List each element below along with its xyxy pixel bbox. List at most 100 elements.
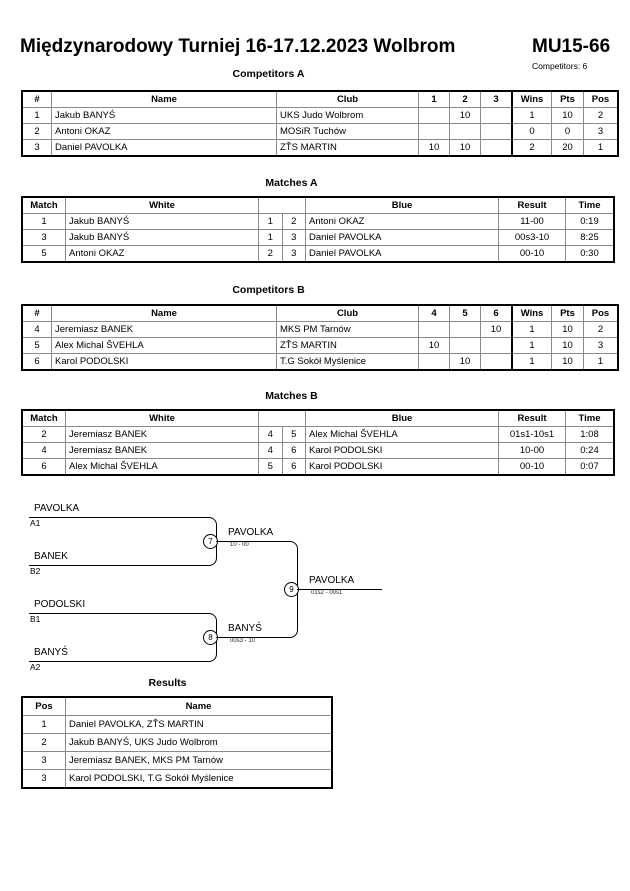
cell-num: 6 xyxy=(21,353,52,371)
col-white-num xyxy=(258,196,282,214)
cell-name: Alex Michal ŠVEHLA xyxy=(51,337,277,354)
cell-time: 0:30 xyxy=(565,245,615,263)
cell-pos: 3 xyxy=(21,769,66,789)
col-match: Match xyxy=(21,409,66,427)
section-title-results: Results xyxy=(148,677,187,689)
bracket-final-winner-name: PAVOLKA xyxy=(309,575,355,586)
col-s2: 2 xyxy=(449,90,481,108)
table-row: 2 Jeremiasz BANEK 4 5 Alex Michal ŠVEHLA… xyxy=(21,426,615,443)
col-pos: Pos xyxy=(21,696,66,716)
col-time: Time xyxy=(565,196,615,214)
table-header-row: Match White Blue Result Time xyxy=(21,409,615,427)
document-header: Międzynarodowy Turniej 16-17.12.2023 Wol… xyxy=(0,36,630,71)
col-blue-num xyxy=(282,409,306,427)
cell-club: MOSiR Tuchów xyxy=(276,123,419,140)
bracket-node-8: 8 xyxy=(203,630,218,645)
cell-white-num: 2 xyxy=(258,245,283,263)
col-s2: 5 xyxy=(449,304,481,322)
table-row: 1 Daniel PAVOLKA, ZŤS MARTIN xyxy=(21,715,333,734)
bracket-corner xyxy=(288,541,298,551)
section-title-competitors-a: Competitors A xyxy=(232,68,305,80)
table-row: 6 Alex Michal ŠVEHLA 5 6 Karol PODOLSKI … xyxy=(21,458,615,476)
cell-match: 1 xyxy=(21,213,66,230)
cell-name: Karol PODOLSKI, T.G Sokół Myślenice xyxy=(65,769,333,789)
cell-name: Daniel PAVOLKA, ZŤS MARTIN xyxy=(65,715,333,734)
cell-pos: 3 xyxy=(21,751,66,770)
bracket-winner-line xyxy=(216,637,288,638)
cell-pts: 10 xyxy=(551,107,584,124)
col-white: White xyxy=(65,409,259,427)
cell-white-num: 1 xyxy=(258,213,283,230)
col-s3: 6 xyxy=(480,304,513,322)
cell-pos: 2 xyxy=(583,321,619,338)
cell-match: 6 xyxy=(21,458,66,476)
competitors-b-table-wrap: # Name Club 4 5 6 Wins Pts Pos 4 Jeremia… xyxy=(21,304,619,371)
col-name: Name xyxy=(65,696,333,716)
cell-blue-num: 6 xyxy=(281,442,306,459)
col-s1: 4 xyxy=(418,304,450,322)
cell-name: Jakub BANYŚ xyxy=(51,107,277,124)
section-title-matches-b: Matches B xyxy=(265,390,318,402)
page-title: Międzynarodowy Turniej 16-17.12.2023 Wol… xyxy=(20,36,456,57)
cell-wins: 0 xyxy=(511,123,552,140)
cell-time: 0:24 xyxy=(565,442,615,459)
bracket-entry-name: BANYŚ xyxy=(34,647,68,658)
cell-blue: Daniel PAVOLKA xyxy=(305,229,499,246)
cell-pts: 20 xyxy=(551,139,584,157)
cell-result: 10-00 xyxy=(498,442,566,459)
section-title-matches-a: Matches A xyxy=(265,177,318,189)
cell-club: ZŤS MARTIN xyxy=(276,139,419,157)
matches-b-table: Match White Blue Result Time 2 Jeremiasz… xyxy=(21,409,615,476)
cell-s1 xyxy=(418,123,450,140)
col-match: Match xyxy=(21,196,66,214)
cell-result: 00-10 xyxy=(498,245,566,263)
col-name: Name xyxy=(51,304,277,322)
results-table: Pos Name 1 Daniel PAVOLKA, ZŤS MARTIN 2 … xyxy=(21,696,333,789)
col-wins: Wins xyxy=(511,90,552,108)
cell-s1: 10 xyxy=(418,139,450,157)
category-label: MU15-66 xyxy=(532,36,611,57)
cell-num: 4 xyxy=(21,321,52,338)
bracket-corner xyxy=(207,517,217,527)
cell-pos: 3 xyxy=(583,337,619,354)
cell-wins: 1 xyxy=(511,107,552,124)
table-row: 5 Antoni OKAZ 2 3 Daniel PAVOLKA 00-10 0… xyxy=(21,245,615,263)
col-blue-num xyxy=(282,196,306,214)
cell-num: 3 xyxy=(21,139,52,157)
cell-match: 2 xyxy=(21,426,66,443)
cell-blue: Alex Michal ŠVEHLA xyxy=(305,426,499,443)
cell-s1: 10 xyxy=(418,337,450,354)
cell-time: 0:19 xyxy=(565,213,615,230)
competitors-a-table-wrap: # Name Club 1 2 3 Wins Pts Pos 1 Jakub B… xyxy=(21,90,619,157)
cell-wins: 1 xyxy=(511,337,552,354)
bracket-entry-seed: B2 xyxy=(30,566,41,576)
cell-s2 xyxy=(449,123,481,140)
col-blue: Blue xyxy=(305,409,499,427)
cell-name: Daniel PAVOLKA xyxy=(51,139,277,157)
table-row: 1 Jakub BANYŚ 1 2 Antoni OKAZ 11-00 0:19 xyxy=(21,213,615,230)
bracket-corner xyxy=(288,628,298,638)
col-time: Time xyxy=(565,409,615,427)
bracket-entry-name: PODOLSKI xyxy=(34,599,86,610)
competitor-count: Competitors: 6 xyxy=(532,61,588,71)
bracket-entry-seed: A2 xyxy=(30,662,41,672)
cell-s3 xyxy=(480,107,513,124)
table-header-row: Pos Name xyxy=(21,696,333,716)
cell-white: Jeremiasz BANEK xyxy=(65,426,259,443)
cell-blue-num: 3 xyxy=(281,245,306,263)
cell-wins: 1 xyxy=(511,321,552,338)
col-result: Result xyxy=(498,196,566,214)
matches-a-table: Match White Blue Result Time 1 Jakub BAN… xyxy=(21,196,615,263)
cell-time: 8:25 xyxy=(565,229,615,246)
bracket-winner-score: 00s3 - 10 xyxy=(230,638,256,644)
table-row: 2 Jakub BANYŚ, UKS Judo Wolbrom xyxy=(21,733,333,752)
col-club: Club xyxy=(276,90,419,108)
cell-club: UKS Judo Wolbrom xyxy=(276,107,419,124)
section-title-competitors-b: Competitors B xyxy=(232,284,305,296)
cell-match: 5 xyxy=(21,245,66,263)
table-row: 3 Karol PODOLSKI, T.G Sokół Myślenice xyxy=(21,769,333,789)
cell-pos: 3 xyxy=(583,123,619,140)
cell-num: 1 xyxy=(21,107,52,124)
cell-name: Antoni OKAZ xyxy=(51,123,277,140)
